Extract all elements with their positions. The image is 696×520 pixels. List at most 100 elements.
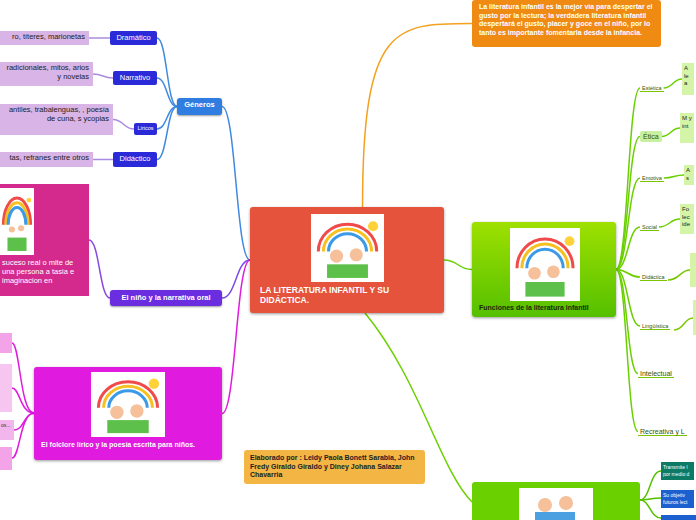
connector (89, 37, 110, 39)
connector (113, 120, 134, 130)
category-box: Dramático (110, 31, 157, 45)
topic-box (472, 482, 640, 520)
node-text: La literatura infantil es la mejor vía p… (479, 3, 654, 37)
text-box: suceso real o mite de una persona a tasi… (0, 184, 89, 296)
node-text: Estética (642, 85, 662, 91)
note-box: La literatura infantil es la mejor vía p… (472, 0, 661, 47)
connector (616, 137, 640, 270)
node-text: Ética (643, 133, 659, 140)
leaf-box: Su objetiv futuros lect (661, 490, 694, 508)
node-text: A s (686, 167, 692, 182)
leaf-box: Transmite l por medio d (661, 462, 694, 480)
illustration (519, 488, 593, 520)
node-text: Elaborado por : Leidy Paola Bonett Sarab… (250, 454, 419, 480)
category-box: Didáctico (113, 152, 157, 167)
branch-box: El niño y la narrativa oral (110, 290, 222, 306)
credit-box: Elaborado por : Leidy Paola Bonett Sarab… (244, 450, 425, 484)
node-text: Didáctica (642, 274, 665, 280)
node-text: LA LITERATURA INFANTIL Y SU DIDÁCTICA. (260, 285, 436, 305)
node-text: M y int (682, 115, 692, 130)
leaf-box: A le a (682, 63, 694, 95)
illustration-frame (0, 188, 34, 255)
branch-line (668, 270, 690, 280)
leaf-box: A s (684, 165, 694, 185)
illustration (0, 188, 34, 255)
connector (616, 270, 638, 432)
leaf-box (0, 364, 12, 412)
illustration (535, 512, 575, 520)
connector (89, 240, 110, 298)
branch-label: Ética (640, 131, 662, 142)
connector (616, 178, 640, 270)
node-text: Su objetiv futuros lect (663, 492, 692, 505)
branch-label: Lingüística (640, 322, 670, 330)
connector (444, 260, 472, 270)
node-text: Narrativo (116, 73, 154, 82)
category-box: Narrativo (113, 71, 157, 85)
leaf-box (661, 515, 696, 520)
branch-box: Géneros (177, 98, 222, 115)
node-text: Intelectual (640, 370, 672, 377)
branch-line (640, 471, 661, 500)
node-text: Lingüística (642, 323, 668, 329)
node-text: suceso real o mite de una persona a tasi… (2, 258, 86, 285)
connector (157, 107, 177, 130)
branch-label: Social (640, 223, 659, 231)
connector (664, 175, 684, 178)
node-text: Funciones de la literatura infantil (479, 304, 610, 311)
node-text: Social (642, 224, 657, 230)
leaf-box (693, 300, 696, 335)
leaf-box: M y int (680, 113, 694, 143)
leaf-box (0, 333, 12, 353)
topic-box: El folclore lírico y la poesía escrita p… (34, 367, 222, 460)
node-text: Transmite l por medio d (663, 464, 692, 477)
node-text: ro, títeres, marionetas (2, 32, 85, 41)
branch-line (640, 498, 661, 500)
connector (664, 79, 682, 88)
branch-label: Emotiva (640, 174, 664, 182)
leaf-box: os... (0, 420, 14, 440)
connector (93, 74, 113, 78)
leaf-box: radicionales, mitos, arios y novelas (0, 62, 93, 86)
leaf-box (0, 447, 12, 470)
illustration (510, 228, 580, 301)
node-text: Emotiva (642, 175, 662, 181)
illustration (538, 498, 552, 512)
connector (616, 88, 640, 270)
branch-line (12, 388, 34, 413)
branch-label: Didáctica (640, 273, 667, 281)
node-text: El niño y la narrativa oral (114, 293, 218, 302)
branch-line (12, 413, 34, 458)
connector (662, 128, 680, 137)
branch-label: Estética (640, 84, 664, 92)
node-text: Fo lec ide (682, 206, 692, 229)
node-text: Didáctico (116, 154, 154, 163)
illustration-frame (311, 214, 384, 282)
connector (616, 227, 640, 270)
branch-line (12, 343, 34, 413)
connector (222, 260, 250, 414)
leaf-box: antiles, trabalenguas, , poesía de cuna,… (0, 104, 113, 135)
connector (157, 38, 177, 107)
leaf-box: Fo lec ide (680, 204, 694, 234)
branch-label: Recreativa y L (638, 427, 687, 436)
connector (222, 107, 250, 261)
connector (14, 414, 34, 431)
topic-box: Funciones de la literatura infantil (472, 222, 616, 317)
node-text: os... (1, 422, 13, 428)
node-text: Líricos (137, 125, 154, 131)
category-box: Líricos (134, 123, 157, 135)
node-text: Recreativa y L (640, 428, 685, 435)
illustration-frame (510, 228, 580, 301)
illustration (559, 496, 573, 510)
illustration-frame (91, 372, 165, 437)
node-text: antiles, trabalenguas, , poesía de cuna,… (2, 105, 109, 123)
branch-label: Intelectual (638, 369, 674, 378)
illustration (91, 372, 165, 437)
branch-line (640, 500, 661, 518)
leaf-box: ro, títeres, marionetas (0, 31, 89, 45)
branch-line (674, 318, 693, 330)
connector (363, 24, 472, 208)
leaf-box (690, 253, 696, 287)
node-text: Géneros (180, 100, 219, 109)
